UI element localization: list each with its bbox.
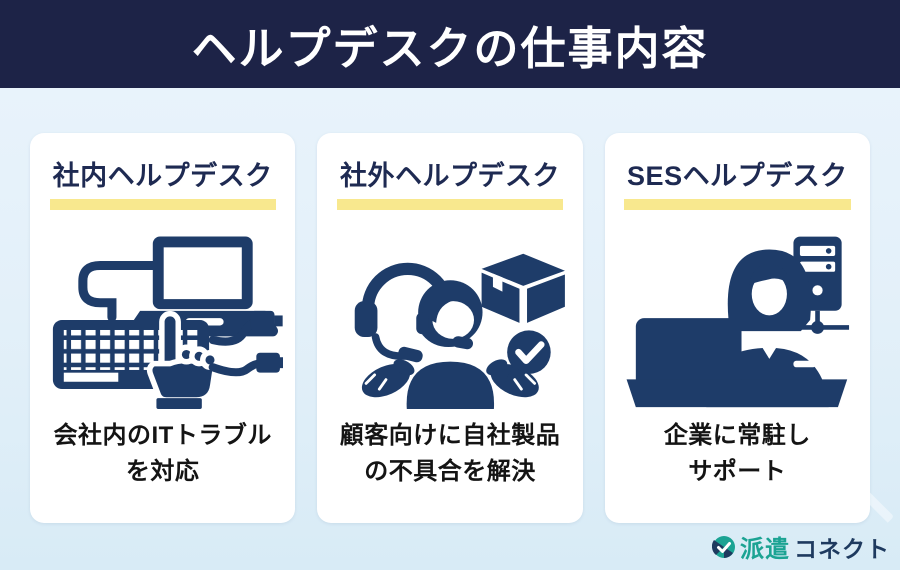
card-icon-wrap [621, 226, 853, 414]
card-external-helpdesk: 社外ヘルプデスク [317, 133, 583, 523]
page-title: ヘルプデスクの仕事内容 [191, 22, 709, 74]
onsite-receptionist-desk-icon [626, 236, 850, 408]
card-title: 社外ヘルプデスク [336, 161, 563, 211]
card-title: SESヘルプデスク [624, 161, 851, 211]
card-icon-wrap [42, 226, 284, 414]
card-description: 会社内のITトラブル を対応 [53, 422, 272, 486]
brand-text-haken: 派遣 [740, 536, 790, 563]
card-description: 企業に常駐し サポート [663, 422, 811, 486]
support-agent-headset-box-icon [354, 253, 565, 410]
card-internal-helpdesk: 社内ヘルプデスク [30, 133, 296, 523]
brand-text-connect: コネクト [794, 535, 890, 562]
haken-connect-logo-icon [712, 535, 735, 558]
page-header: ヘルプデスクの仕事内容 [0, 0, 900, 88]
card-ses-helpdesk: SESヘルプデスク [604, 133, 870, 523]
card-description: 顧客向けに自社製品 の不具合を解決 [339, 422, 561, 486]
haken-connect-logo: 派遣 コネクト [712, 529, 890, 564]
card-title: 社内ヘルプデスク [49, 161, 276, 211]
card-icon-wrap [332, 226, 569, 414]
keyboard-laptop-usb-icon [52, 236, 284, 410]
cards-row: 社内ヘルプデスク [30, 133, 870, 523]
